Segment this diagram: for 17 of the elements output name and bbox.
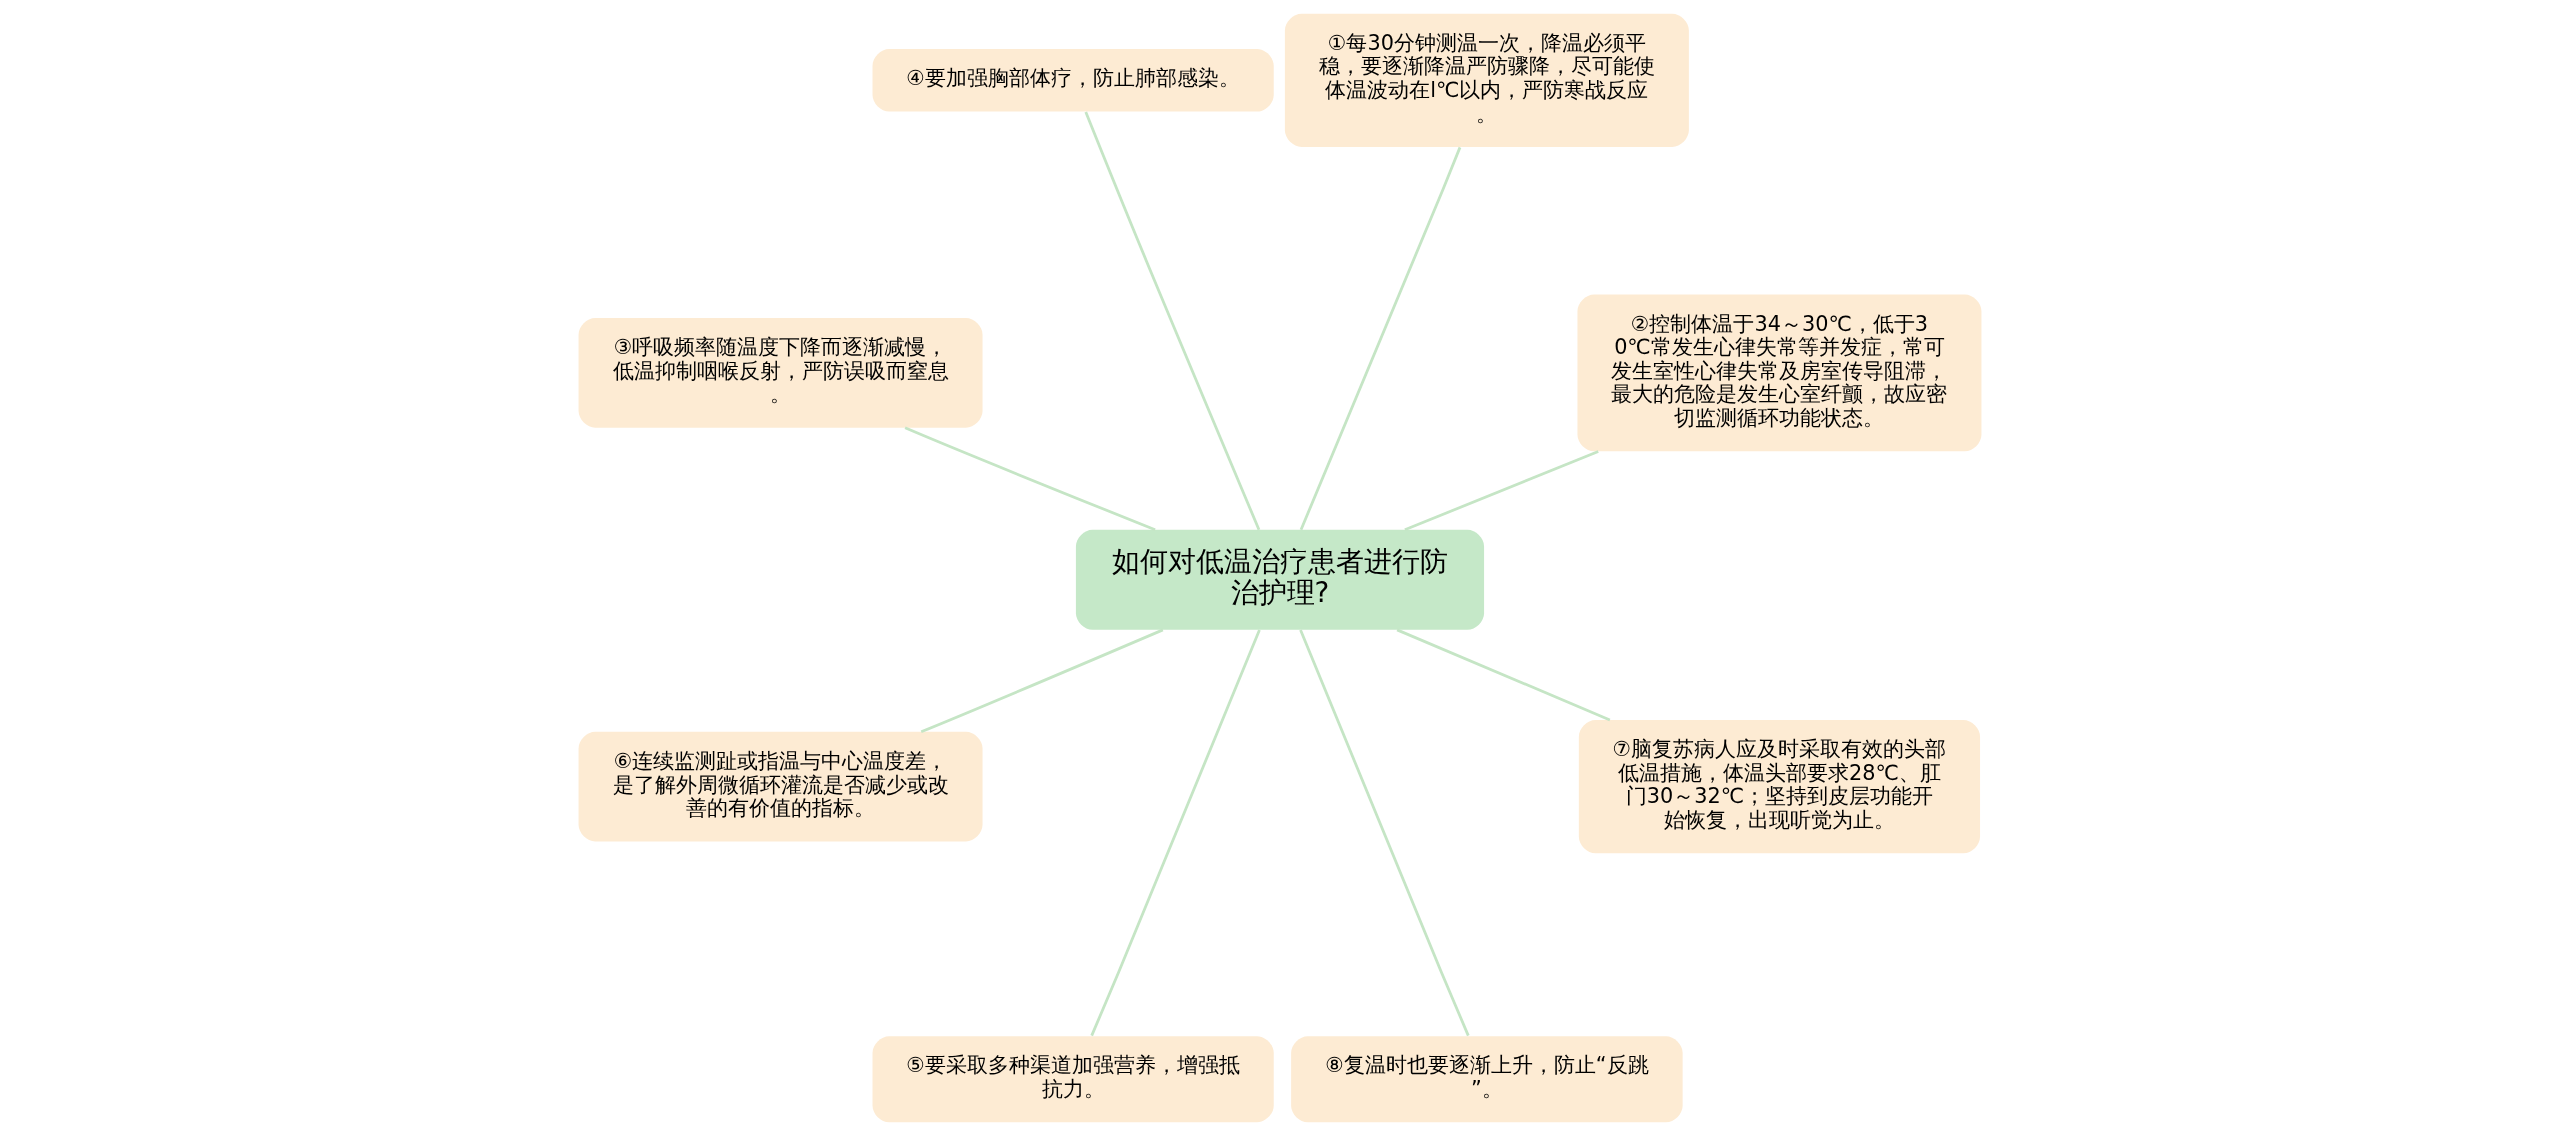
node-box: ④要加强胸部体疗，防止肺部感染。 [872, 49, 1274, 112]
node-box: ⑤要采取多种渠道加强营养，增强抵抗力。 [872, 1036, 1274, 1123]
node-box: ⑦脑复苏病人应及时采取有效的头部低温措施，体温头部要求28℃、肛门30～32℃；坚持到皮层功能开始恢复，出现听觉为止。 [1578, 720, 1981, 854]
node-box: ③呼吸频率随温度下降而逐渐减慢，低温抑制咽喉反射，严防误吸而窒息。 [578, 318, 983, 428]
connector [1299, 146, 1462, 531]
connector [920, 628, 1164, 734]
connector [904, 426, 1156, 532]
connector [1404, 450, 1599, 532]
connector [1299, 629, 1470, 1037]
connector [1084, 111, 1261, 531]
node-box: ⑧复温时也要逐渐上升，防止“反跳”。 [1291, 1036, 1683, 1123]
node-box: 如何对低温治疗患者进行防治护理? [1075, 529, 1485, 630]
connector [1396, 628, 1611, 722]
node-box: ②控制体温于34～30℃，低于30℃常发生心律失常等并发症，常可发生室性心律失常及房室传导阻滞，最大的危险是发生心室纤颤，故应密切监测循环功能状态。 [1577, 294, 1982, 452]
connector [1090, 629, 1261, 1037]
node-box: ⑥连续监测趾或指温与中心温度差，是了解外周微循环灌流是否减少或改善的有价值的指标。 [578, 731, 983, 842]
node-box: ①每30分钟测温一次，降温必须平稳，要逐渐降温严防骤降，尽可能使体温波动在l℃以内，严防寒战反应。 [1284, 13, 1689, 147]
